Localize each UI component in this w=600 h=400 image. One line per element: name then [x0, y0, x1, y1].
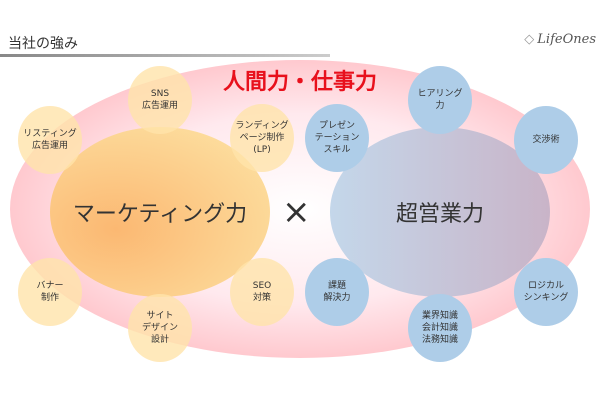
skill-bubble: SEO 対策: [230, 258, 294, 326]
page-title: 当社の強み: [8, 36, 78, 52]
skill-bubble: ロジカル シンキング: [514, 258, 578, 326]
skill-bubble: サイト デザイン 設計: [128, 294, 192, 362]
skill-bubble: 業界知識 会計知識 法務知識: [408, 294, 472, 362]
cross-icon: ×: [282, 192, 311, 232]
diagram-title: 人間力・仕事力: [222, 70, 377, 95]
skill-bubble: SNS 広告運用: [128, 66, 192, 134]
logo-diamond-icon: ◇: [524, 32, 535, 47]
logo: ◇LifeOnes: [524, 32, 596, 47]
marketing-circle: マーケティング力: [50, 127, 270, 297]
skill-bubble: バナー 制作: [18, 258, 82, 326]
skill-bubble: プレゼン テーション スキル: [305, 104, 369, 172]
title-underline: [0, 54, 330, 57]
skill-bubble: ランディング ページ制作 (LP): [230, 104, 294, 172]
skill-bubble: 交渉術: [514, 106, 578, 174]
skill-bubble: 課題 解決力: [305, 258, 369, 326]
sales-circle: 超営業力: [330, 127, 550, 297]
skill-bubble: リスティング 広告運用: [18, 106, 82, 174]
skill-bubble: ヒアリング 力: [408, 66, 472, 134]
